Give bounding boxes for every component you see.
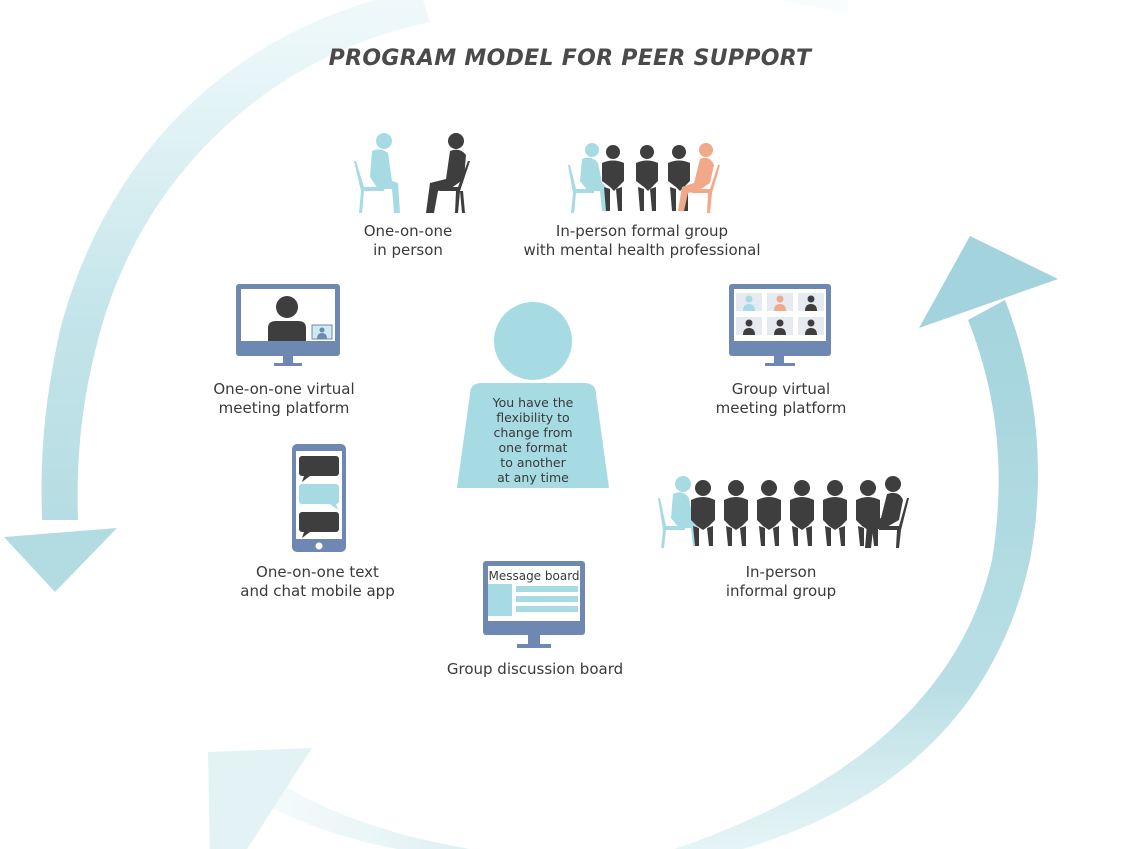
group-video-call-monitor-icon <box>729 284 831 366</box>
label-line: meeting platform <box>715 399 847 417</box>
label-in-person-formal-group: In-person formal group with mental healt… <box>511 222 773 260</box>
label-line: Group virtual <box>731 380 831 398</box>
label-line: and chat mobile app <box>240 582 395 600</box>
label-one-on-one-virtual: One-on-one virtual meeting platform <box>199 380 369 418</box>
label-group-discussion-board: Group discussion board <box>430 660 640 679</box>
cycle-arrow-right <box>674 300 1038 849</box>
cycle-arrow-left <box>41 0 430 520</box>
label-line: In-person <box>745 563 817 581</box>
label-line: with mental health professional <box>523 241 761 259</box>
center-text-line: at any time <box>497 470 569 485</box>
cycle-arrow-left-head <box>4 528 117 592</box>
center-text-line: change from <box>493 425 573 440</box>
label-line: In-person formal group <box>555 222 729 240</box>
center-text-line: to another <box>500 455 566 470</box>
label-line: in person <box>373 241 443 259</box>
label-in-person-informal-group: In-person informal group <box>710 563 852 601</box>
center-flexibility-text: You have the flexibility to change from … <box>478 395 588 485</box>
label-line: One-on-one <box>363 222 453 240</box>
center-text-line: one format <box>498 440 568 455</box>
label-line: informal group <box>725 582 837 600</box>
two-seated-people-icon <box>354 133 470 213</box>
informal-group-seated-icon <box>658 476 909 548</box>
label-group-virtual: Group virtual meeting platform <box>700 380 862 418</box>
message-board-monitor-icon <box>483 561 585 648</box>
cycle-arrow-top <box>778 0 848 15</box>
message-board-screen-label: Message board <box>488 569 579 583</box>
center-text-line: You have the <box>492 395 574 410</box>
diagram-title: PROGRAM MODEL FOR PEER SUPPORT <box>328 46 812 71</box>
center-person-icon <box>457 302 609 488</box>
single-video-call-monitor-icon <box>236 284 340 366</box>
cycle-arrow-right-head <box>919 236 1058 328</box>
label-line: One-on-one virtual <box>213 380 355 398</box>
label-line: Group discussion board <box>446 660 624 678</box>
label-one-on-one-in-person: One-on-one in person <box>333 222 483 260</box>
label-one-on-one-text-chat: One-on-one text and chat mobile app <box>230 563 405 601</box>
chat-phone-icon <box>292 444 346 552</box>
formal-group-seated-icon <box>568 143 720 213</box>
center-text-line: flexibility to <box>496 410 570 425</box>
cycle-arrow-bottom-head <box>208 748 312 849</box>
label-line: meeting platform <box>218 399 350 417</box>
label-line: One-on-one text <box>256 563 379 581</box>
